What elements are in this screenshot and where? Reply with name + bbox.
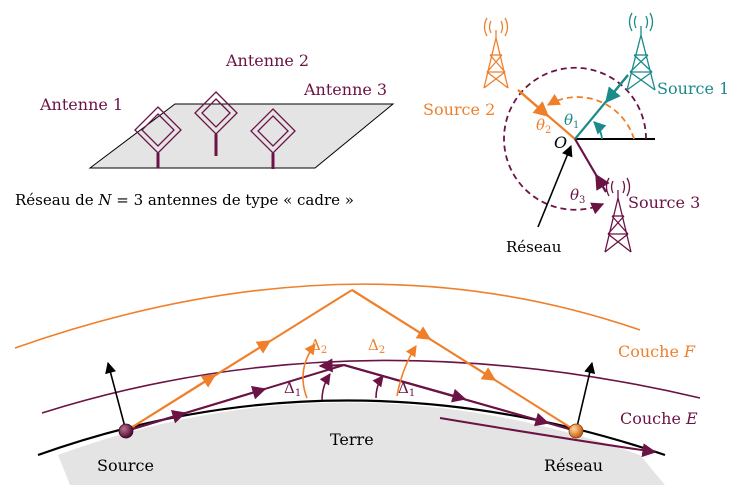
source-label-bottom: Source (97, 456, 154, 475)
theta1-arc (593, 121, 607, 140)
antenna-1-label: Antenne 1 (39, 95, 123, 114)
tower-source-1-icon (626, 12, 656, 91)
antenna-3-label: Antenne 3 (303, 80, 387, 99)
couche-f-label: Couche F (618, 342, 696, 361)
delta1-label-left: Δ1 (284, 379, 301, 399)
delta1-label-right: Δ1 (398, 379, 415, 399)
reseau-pointer (537, 144, 573, 228)
reseau-point (568, 423, 584, 439)
theta2-label: θ2 (536, 116, 551, 136)
delta1-arc-right (372, 375, 384, 399)
delta2-arc-left (302, 343, 316, 399)
tower-source-3-icon (604, 177, 632, 253)
normal-reseau (575, 361, 596, 432)
normal-source (105, 361, 127, 432)
delta1-arc-left (319, 373, 331, 401)
ground-plane (88, 103, 395, 169)
delta2-label-left: Δ2 (310, 336, 327, 356)
antenna-2-label: Antenne 2 (225, 51, 309, 70)
delta2-label-right: Δ2 (368, 336, 385, 356)
source-2-label: Source 2 (423, 100, 495, 119)
layer-f (14, 283, 641, 349)
theta1-label: θ1 (564, 111, 579, 131)
source-1-label: Source 1 (657, 79, 729, 98)
loop-antenna-3 (250, 108, 296, 169)
array-caption: Réseau de N = 3 antennes de type « cadre… (15, 191, 354, 209)
antenna-array-panel: Antenne 1 Antenne 2 Antenne 3 Réseau de … (15, 51, 395, 209)
reseau-label-bottom: Réseau (544, 456, 603, 475)
tower-source-2-icon (483, 17, 509, 89)
theta3-label: θ3 (570, 186, 585, 206)
loop-antenna-1 (134, 106, 182, 168)
source-point (118, 423, 134, 439)
angle-diagram-panel: Source 1 Source 2 Source 3 O θ1 θ2 θ3 Ré… (423, 12, 729, 256)
terre-label: Terre (330, 430, 374, 449)
theta3-arc (503, 66, 647, 215)
theta2-arc (546, 93, 635, 140)
reseau-label-top: Réseau (506, 238, 562, 256)
layer-e (41, 359, 701, 414)
source-3-label: Source 3 (628, 193, 700, 212)
delta2-arc-right (396, 345, 417, 397)
loop-antenna-2 (194, 91, 238, 156)
couche-e-label: Couche E (620, 409, 698, 428)
ionosphere-panel: Couche F Couche E Terre Source Réseau Δ2… (14, 283, 701, 485)
origin-label: O (554, 133, 567, 152)
earth-surface (58, 402, 665, 485)
